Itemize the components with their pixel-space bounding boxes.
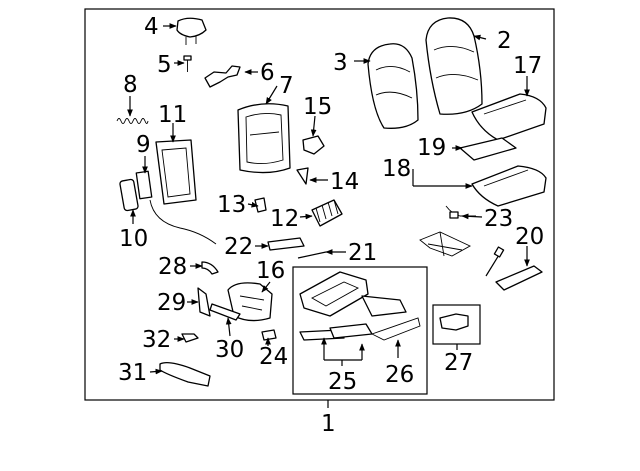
callout-29: 29: [157, 290, 186, 316]
callout-6: 6: [260, 60, 275, 86]
side-shield-part: [495, 265, 543, 291]
seat-cushion-part: [471, 93, 547, 141]
trim-bracket-part: [267, 237, 305, 251]
leader-lines: [127, 23, 530, 408]
rails-part: [299, 323, 373, 341]
callout-1: 1: [321, 411, 336, 437]
callout-15: 15: [303, 94, 332, 120]
loop-part: [370, 317, 421, 341]
outer-frame: [84, 8, 555, 401]
seatback-cushion-part: [367, 43, 419, 129]
track-assembly-box: [292, 266, 428, 395]
headrest-guide-part: [183, 55, 192, 72]
callout-28: 28: [158, 254, 187, 280]
callout-24: 24: [259, 344, 288, 370]
lower-panel-part: [209, 303, 241, 321]
callout-8: 8: [123, 72, 138, 98]
callout-26: 26: [385, 362, 414, 388]
wiring-harness-part: [419, 231, 471, 257]
callout-27: 27: [444, 350, 473, 376]
callout-22: 22: [224, 234, 253, 260]
harness-cable-part: [149, 199, 217, 245]
callout-14: 14: [330, 169, 359, 195]
small-clip-part: [261, 329, 277, 341]
callout-17: 17: [513, 53, 542, 79]
seatback-cover-part: [425, 17, 483, 115]
module-part: [135, 170, 153, 200]
latch-part: [296, 167, 309, 185]
callout-20: 20: [515, 224, 544, 250]
callout-31: 31: [118, 360, 147, 386]
adjuster-rod-part: [485, 246, 505, 277]
callout-7: 7: [279, 73, 294, 99]
callout-9: 9: [136, 132, 151, 158]
callout-4: 4: [144, 14, 159, 40]
cap-part: [201, 261, 219, 275]
trim-strip-part: [159, 362, 211, 387]
side-cover-part: [197, 287, 211, 317]
side-piece-part: [119, 178, 139, 212]
callout-12: 12: [270, 206, 299, 232]
spring-part: [116, 118, 149, 124]
callout-11: 11: [158, 102, 187, 128]
side-trim-part: [227, 282, 273, 322]
pad-part: [459, 137, 517, 161]
small-bracket-part: [254, 197, 267, 213]
clip-part: [302, 135, 325, 155]
back-panel-part: [155, 139, 197, 205]
seat-cover-part: [471, 165, 547, 207]
callout-2: 2: [497, 28, 512, 54]
callout-32: 32: [142, 327, 171, 353]
callout-30: 30: [215, 337, 244, 363]
callout-10: 10: [119, 226, 148, 252]
callout-5: 5: [157, 52, 172, 78]
handle-part: [439, 313, 469, 331]
bolt-part: [181, 333, 199, 343]
callout-21: 21: [348, 240, 377, 266]
callout-25: 25: [328, 369, 357, 395]
callout-23: 23: [484, 206, 513, 232]
bracket-part: [204, 65, 241, 88]
callout-13: 13: [217, 192, 246, 218]
callout-19: 19: [417, 135, 446, 161]
lumbar-spring-part: [311, 199, 343, 227]
seat-track-part: [299, 271, 407, 317]
sensor-part: [445, 205, 476, 219]
callout-labels: 1 2 3 4 5 6 7 8 9 10 11 12 13 14 15 16 1…: [118, 14, 544, 437]
headrest-part: [176, 17, 207, 45]
seatback-frame-part: [237, 103, 291, 174]
callout-18: 18: [382, 156, 411, 182]
callout-16: 16: [256, 258, 285, 284]
callout-3: 3: [333, 50, 348, 76]
rod-part: [297, 251, 327, 259]
